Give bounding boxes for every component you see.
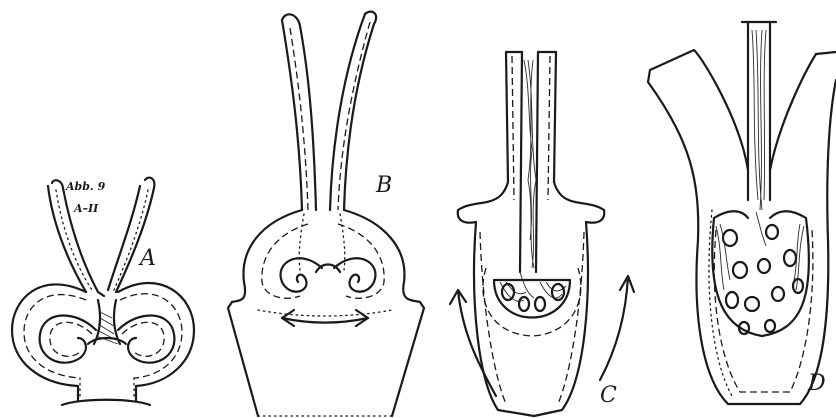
figure-caption-line2: A–II (73, 202, 99, 215)
figure-caption-line1: Abb. 9 (65, 180, 106, 193)
panel-c-label: C (600, 383, 617, 408)
panel-a: A (12, 178, 194, 405)
panel-d-label: D (807, 371, 826, 396)
panel-b-label: B (375, 173, 392, 198)
panel-d: D (648, 22, 836, 404)
panel-b: B (228, 12, 424, 416)
panel-a-label: A (138, 246, 156, 271)
panel-c: C (450, 52, 634, 416)
